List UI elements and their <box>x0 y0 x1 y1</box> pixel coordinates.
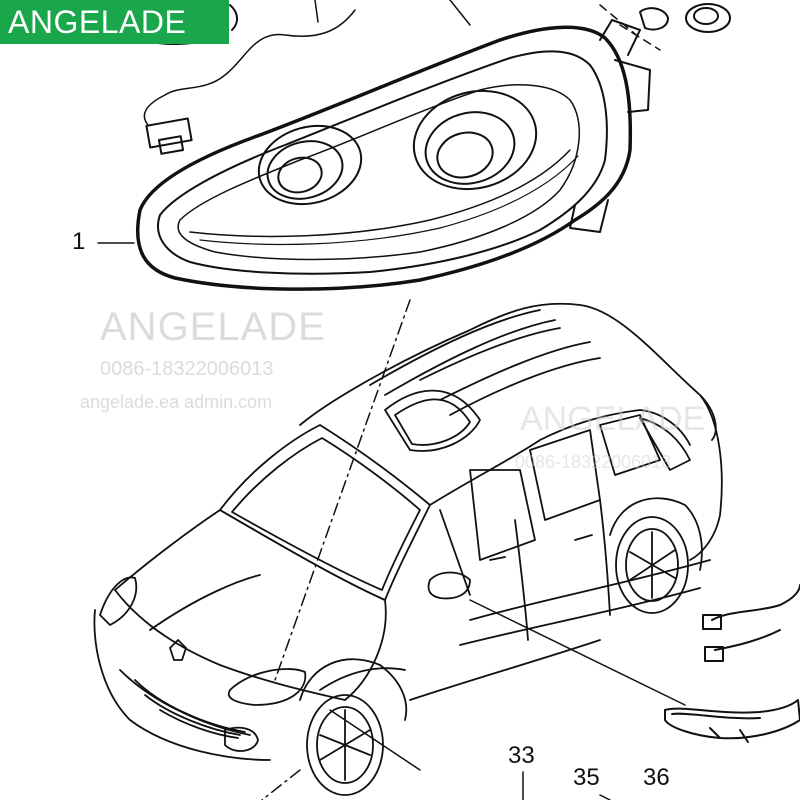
watermark-name-2: ANGELADE <box>520 400 706 438</box>
brand-logo-badge: ANGELADE <box>0 0 229 44</box>
callout-1: 1 <box>72 228 86 255</box>
headlight-assembly <box>117 0 731 291</box>
headlight-to-car-leader <box>274 299 411 681</box>
callout-35: 35 <box>573 764 600 791</box>
mirror-leader <box>469 599 686 706</box>
watermark-name: ANGELADE <box>100 305 326 349</box>
callout-36: 36 <box>643 764 670 791</box>
mirror-indicator-part <box>664 584 800 743</box>
watermark-phone-2: 0086-18322006013 <box>515 452 672 472</box>
car-illustration <box>93 302 723 796</box>
watermark-phone: 0086-18322006013 <box>100 358 274 380</box>
watermark-email: angelade.ea admin.com <box>80 392 273 412</box>
callout-33: 33 <box>508 742 535 769</box>
